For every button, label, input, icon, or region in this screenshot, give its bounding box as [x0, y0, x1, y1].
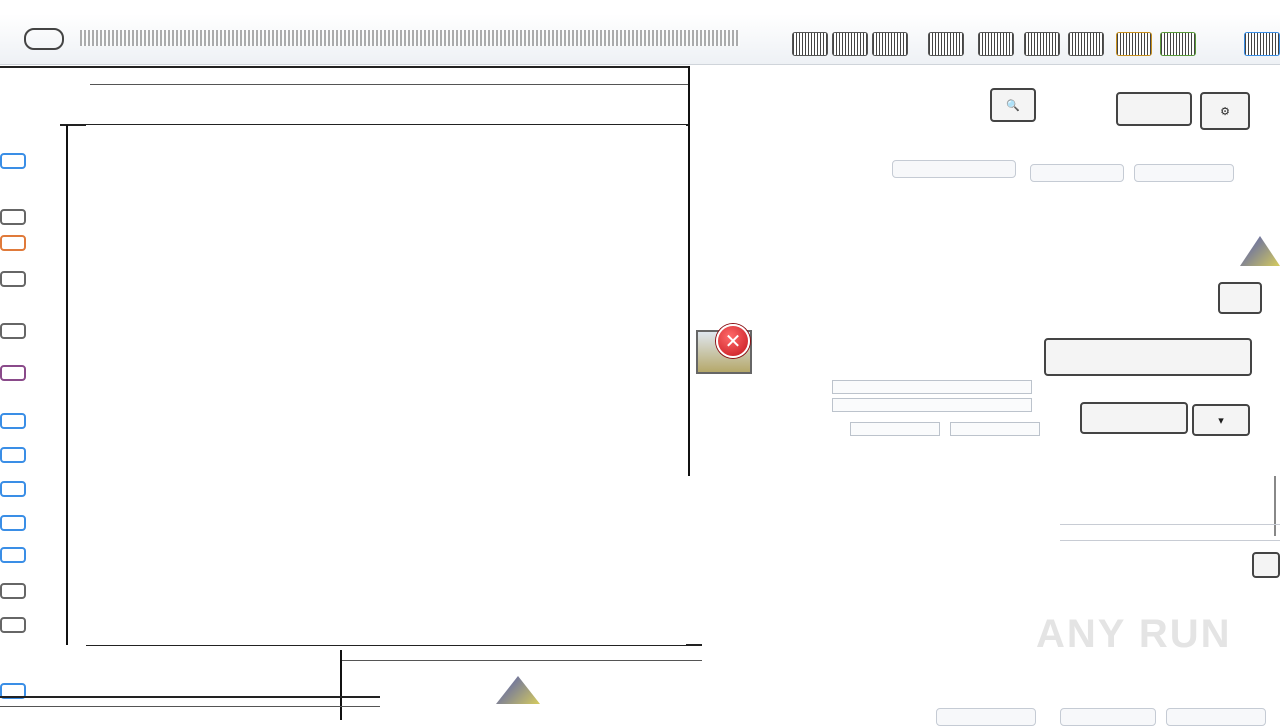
drive-icon — [0, 547, 26, 563]
tab-3[interactable] — [1134, 164, 1234, 182]
folder-icon[interactable] — [1244, 32, 1280, 56]
network-icon — [0, 617, 26, 633]
documents-icon — [0, 365, 26, 381]
nav-item-pictures[interactable] — [0, 444, 84, 466]
nav-pane — [0, 140, 84, 700]
paste-icon[interactable] — [872, 32, 908, 56]
nav-item-network-2[interactable] — [0, 680, 84, 702]
recent-icon — [0, 271, 26, 287]
libraries-icon — [0, 323, 26, 339]
field-3[interactable] — [850, 422, 940, 436]
desktop-icon — [0, 209, 26, 225]
tab-2[interactable] — [1030, 164, 1124, 182]
nav-item-favorites[interactable] — [0, 150, 84, 172]
view-icon[interactable] — [792, 32, 828, 56]
nav-item-music[interactable] — [0, 410, 84, 432]
taskbar-item-3[interactable] — [1166, 708, 1266, 726]
field-4[interactable] — [950, 422, 1040, 436]
share-icon[interactable] — [1160, 32, 1196, 56]
taskbar-item-1[interactable] — [936, 708, 1036, 726]
file-list-area[interactable] — [86, 125, 686, 645]
address-bar[interactable] — [80, 30, 740, 46]
computer-icon — [0, 515, 26, 531]
address-toolbar — [0, 14, 1280, 65]
cut-icon[interactable] — [928, 32, 964, 56]
search-button[interactable]: 🔍 — [990, 88, 1036, 122]
header-action-button[interactable] — [1116, 92, 1192, 126]
watermark: ANY RUN — [1036, 612, 1232, 656]
music-icon — [0, 413, 26, 429]
nav-item-drive-2[interactable] — [0, 580, 84, 602]
open-icon[interactable] — [1116, 32, 1152, 56]
nav-item-computer[interactable] — [0, 512, 84, 534]
side-button[interactable] — [1252, 552, 1280, 578]
expand-button[interactable] — [1218, 282, 1262, 314]
pictures-icon — [0, 447, 26, 463]
error-icon: ✕ — [716, 324, 750, 358]
taskbar-item-2[interactable] — [1060, 708, 1156, 726]
drive-icon — [0, 583, 26, 599]
nav-item-videos[interactable] — [0, 478, 84, 500]
field-1[interactable] — [832, 380, 1032, 394]
rename-icon[interactable] — [978, 32, 1014, 56]
favorites-icon — [0, 153, 26, 169]
dropdown-button[interactable]: ▾ — [1192, 404, 1250, 436]
status-bar — [0, 690, 380, 716]
nav-item-libraries[interactable] — [0, 320, 84, 342]
shield-warning-icon — [496, 676, 540, 704]
settings-button[interactable]: ⚙ — [1200, 92, 1250, 130]
back-forward-icon[interactable] — [24, 28, 64, 50]
settings-icon: ⚙ — [1220, 104, 1230, 118]
search-icon: 🔍 — [1006, 98, 1020, 112]
tab-1[interactable] — [892, 160, 1016, 178]
field-2[interactable] — [832, 398, 1032, 412]
nav-item-network-1[interactable] — [0, 614, 84, 636]
nav-item-drive-1[interactable] — [0, 544, 84, 566]
properties-icon[interactable] — [1068, 32, 1104, 56]
videos-icon — [0, 481, 26, 497]
copy-icon[interactable] — [832, 32, 868, 56]
nav-item-documents[interactable] — [0, 362, 84, 384]
downloads-icon — [0, 235, 26, 251]
nav-item-recent[interactable] — [0, 268, 84, 290]
nav-item-desktop[interactable] — [0, 206, 84, 228]
chevron-down-icon: ▾ — [1218, 413, 1224, 427]
delete-icon[interactable] — [1024, 32, 1060, 56]
primary-action-button[interactable] — [1044, 338, 1252, 376]
network-icon — [0, 683, 26, 699]
secondary-button[interactable] — [1080, 402, 1188, 434]
nav-item-downloads[interactable] — [0, 232, 84, 254]
